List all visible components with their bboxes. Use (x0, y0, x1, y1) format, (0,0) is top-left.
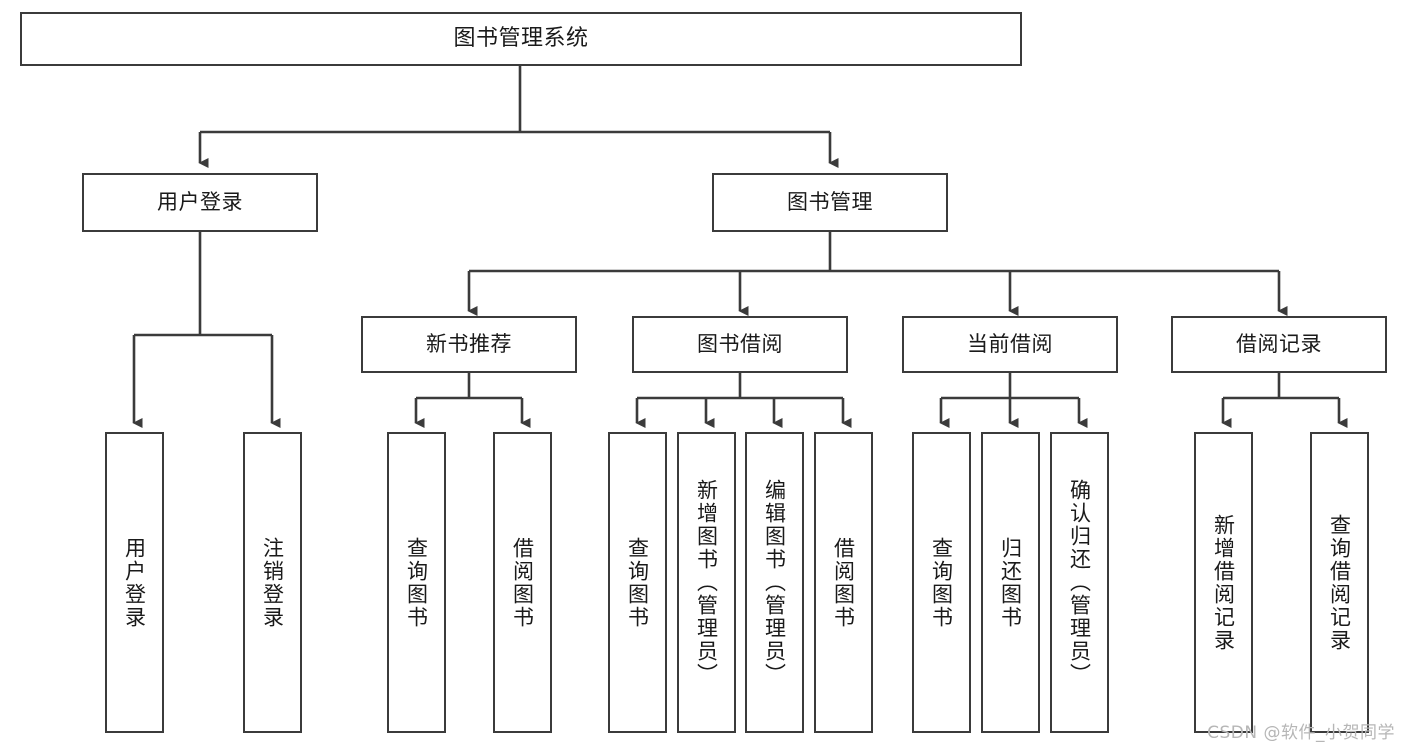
node-new-book-recommend-label: 新书推荐 (426, 332, 512, 357)
leaf-borrow-query-book[interactable]: 查询图书 (608, 432, 667, 733)
leaf-current-confirm-return-admin-label: 确认归还（管理员） (1067, 479, 1092, 686)
leaf-borrow-query-book-label: 查询图书 (625, 536, 650, 629)
csdn-watermark: CSDN @软件_小贺同学 (1207, 723, 1395, 743)
node-book-borrow-label: 图书借阅 (697, 332, 783, 357)
leaf-borrow-edit-book-admin-label: 编辑图书（管理员） (762, 479, 787, 686)
leaf-borrow-borrow-book-label: 借阅图书 (831, 536, 856, 629)
leaf-user-login-logout[interactable]: 注销登录 (243, 432, 302, 733)
node-root-system-label: 图书管理系统 (453, 26, 589, 52)
node-book-management[interactable]: 图书管理 (712, 173, 948, 232)
leaf-record-add-record-label: 新增借阅记录 (1211, 513, 1236, 652)
node-borrow-record-label: 借阅记录 (1236, 332, 1322, 357)
node-current-borrow-label: 当前借阅 (967, 332, 1053, 357)
leaf-current-return-book-label: 归还图书 (998, 536, 1023, 629)
leaf-user-login-login[interactable]: 用户登录 (105, 432, 164, 733)
leaf-borrow-borrow-book[interactable]: 借阅图书 (814, 432, 873, 733)
leaf-current-confirm-return-admin[interactable]: 确认归还（管理员） (1050, 432, 1109, 733)
node-borrow-record[interactable]: 借阅记录 (1171, 316, 1387, 373)
leaf-new-book-borrow-label: 借阅图书 (510, 536, 535, 629)
leaf-current-query-book-label: 查询图书 (929, 536, 954, 629)
leaf-record-query-record-label: 查询借阅记录 (1327, 513, 1352, 652)
node-book-borrow[interactable]: 图书借阅 (632, 316, 848, 373)
leaf-borrow-edit-book-admin[interactable]: 编辑图书（管理员） (745, 432, 804, 733)
node-root-system[interactable]: 图书管理系统 (20, 12, 1022, 66)
node-user-login[interactable]: 用户登录 (82, 173, 318, 232)
leaf-borrow-add-book-admin-label: 新增图书（管理员） (694, 479, 719, 686)
leaf-record-add-record[interactable]: 新增借阅记录 (1194, 432, 1253, 733)
leaf-record-query-record[interactable]: 查询借阅记录 (1310, 432, 1369, 733)
leaf-user-login-login-label: 用户登录 (122, 536, 147, 629)
node-user-login-label: 用户登录 (157, 190, 243, 215)
leaf-user-login-logout-label: 注销登录 (260, 536, 285, 629)
node-current-borrow[interactable]: 当前借阅 (902, 316, 1118, 373)
leaf-borrow-add-book-admin[interactable]: 新增图书（管理员） (677, 432, 736, 733)
leaf-new-book-borrow[interactable]: 借阅图书 (493, 432, 552, 733)
leaf-new-book-query-label: 查询图书 (404, 536, 429, 629)
leaf-current-query-book[interactable]: 查询图书 (912, 432, 971, 733)
node-book-management-label: 图书管理 (787, 190, 873, 215)
leaf-current-return-book[interactable]: 归还图书 (981, 432, 1040, 733)
node-new-book-recommend[interactable]: 新书推荐 (361, 316, 577, 373)
leaf-new-book-query[interactable]: 查询图书 (387, 432, 446, 733)
